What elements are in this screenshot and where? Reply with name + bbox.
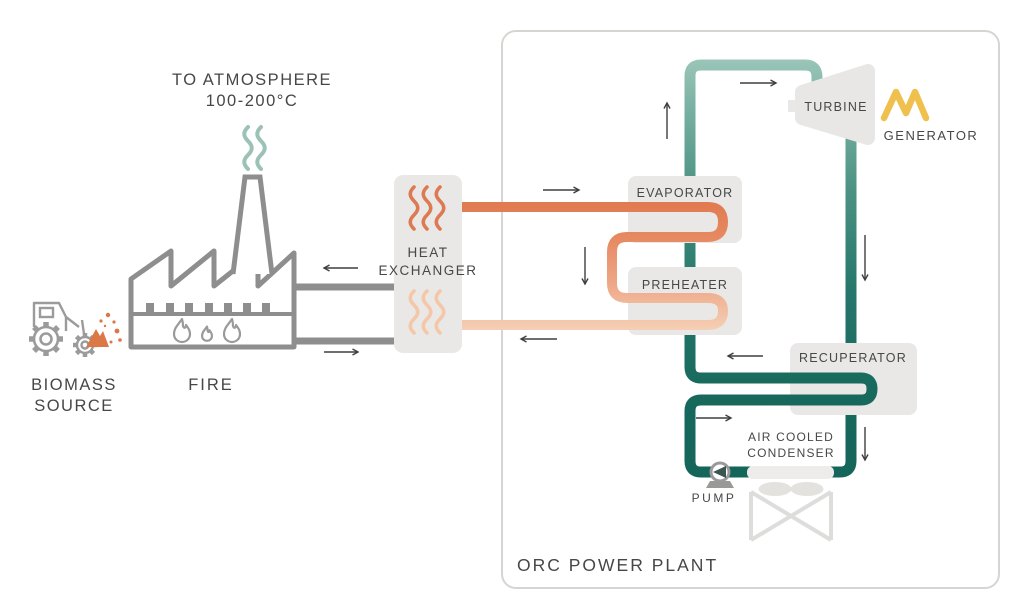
turbine-generator-group: TURBINE GENERATOR	[788, 64, 979, 145]
pump-base	[706, 481, 734, 488]
fire-label: FIRE	[188, 376, 234, 394]
condenser-fan-icon	[790, 482, 824, 496]
pump-label: PUMP	[692, 491, 737, 505]
tractor-rear-wheel	[29, 322, 63, 356]
atmosphere-label-line1: TO ATMOSPHERE	[172, 71, 332, 89]
turbine-shape	[795, 64, 875, 145]
furnace-group: FIRE	[128, 174, 297, 394]
generator-label: GENERATOR	[884, 128, 979, 143]
condenser-bar	[747, 466, 834, 479]
warm-squiggles-icon	[408, 289, 446, 335]
condenser-stand-icon	[749, 490, 833, 542]
grate-teeth	[146, 303, 270, 314]
heat-exchanger-group: HEAT EXCHANGER	[378, 185, 477, 335]
biomass-pile-icon	[86, 312, 122, 347]
generator-icon	[880, 88, 930, 122]
orc-plant-label: ORC POWER PLANT	[517, 555, 718, 575]
recuperator-label: RECUPERATOR	[799, 351, 907, 365]
condenser-label-line1: AIR COOLED	[748, 430, 834, 444]
hot-squiggles-icon	[408, 185, 446, 231]
flame-icons	[172, 317, 242, 344]
factory-building-icon	[128, 248, 297, 350]
tractor-window	[38, 306, 55, 319]
recuperator-cold-pass-pipe	[701, 372, 878, 406]
orc-plant-boundary	[501, 30, 1000, 589]
chimney-icon	[230, 174, 275, 275]
atmosphere-label-line2: 100-200°C	[206, 92, 299, 110]
pump-group: PUMP	[692, 461, 737, 505]
flame-icon	[222, 317, 242, 344]
hot-oil-pipe	[462, 202, 729, 330]
flue-gas-pipes	[290, 283, 400, 345]
condenser-label-line2: CONDENSER	[747, 446, 834, 460]
flow-arrows	[322, 79, 869, 462]
flame-icon	[200, 325, 214, 342]
condenser-group: AIR COOLED CONDENSER	[747, 430, 834, 542]
biomass-label-line2: SOURCE	[34, 397, 114, 415]
biomass-source-group: BIOMASS SOURCE	[29, 301, 122, 415]
evaporator-label: EVAPORATOR	[637, 186, 734, 200]
heat-exchanger-label-line2: EXCHANGER	[378, 263, 477, 278]
flame-icon	[172, 317, 192, 344]
turbine-label: TURBINE	[804, 100, 867, 114]
biomass-label-line1: BIOMASS	[31, 376, 117, 394]
heat-exchanger-label-line1: HEAT	[407, 245, 448, 260]
preheater-label: PREHEATER	[642, 278, 728, 292]
pump-impeller-icon	[713, 466, 726, 478]
tractor-icon	[29, 301, 97, 357]
atmosphere-group: TO ATMOSPHERE 100-200°C	[172, 71, 332, 171]
condenser-fan-icon	[758, 482, 792, 496]
smoke-squiggles-icon	[242, 125, 267, 171]
